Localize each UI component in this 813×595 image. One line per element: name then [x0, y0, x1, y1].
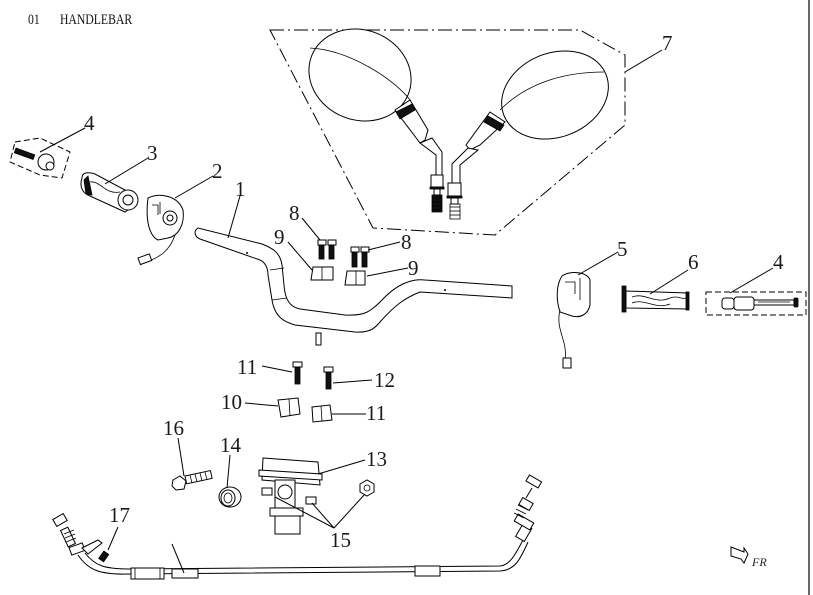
upper-holder-bolts-left[interactable]: 8	[289, 201, 337, 260]
callout-8-left[interactable]: 8	[289, 201, 300, 225]
callout-13[interactable]: 14	[220, 433, 242, 457]
flange-bolt[interactable]: 16	[163, 416, 213, 491]
mirror-set[interactable]: 7	[269, 14, 673, 236]
diagram-title: 01 HANDLEBAR	[28, 12, 132, 29]
bar-end-weight-left[interactable]: 4	[9, 111, 95, 179]
section-number: 01	[28, 12, 40, 28]
upper-holders-left[interactable]: 9	[274, 225, 334, 281]
upper-holders-right[interactable]: 9	[344, 256, 419, 286]
left-mirror[interactable]	[295, 14, 445, 213]
callout-8-right[interactable]: 8	[401, 230, 412, 254]
front-orientation-indicator: FR	[730, 546, 767, 569]
lower-holder-left[interactable]: 10	[221, 390, 301, 418]
callout-5[interactable]: 5	[617, 237, 628, 261]
right-grip[interactable]: 6	[621, 250, 699, 313]
callout-11-left[interactable]: 11	[237, 355, 257, 379]
callout-1[interactable]: 1	[235, 177, 246, 201]
throttle-grip[interactable]: 3	[80, 141, 158, 213]
bar-end-right-outline	[705, 291, 807, 316]
bar-end-weight-right[interactable]: 4	[705, 250, 807, 316]
callout-10-right[interactable]: 11	[366, 401, 386, 425]
lower-holder-bolts-left[interactable]: 11	[237, 355, 303, 385]
callout-4-left[interactable]: 4	[84, 111, 95, 135]
nuts[interactable]: 15	[261, 479, 375, 552]
callout-9-left[interactable]: 9	[274, 225, 285, 249]
callout-12[interactable]: 13	[366, 447, 387, 471]
callout-15[interactable]: 16	[163, 416, 184, 440]
handlebar[interactable]: 1	[194, 177, 513, 346]
callout-3[interactable]: 3	[147, 141, 158, 165]
section-title: HANDLEBAR	[59, 12, 133, 28]
mirror-group-outline	[269, 29, 626, 236]
callout-9-right[interactable]: 9	[408, 256, 419, 280]
handlebar-mount[interactable]: 13	[258, 447, 387, 535]
throttle-cable[interactable]	[52, 474, 543, 580]
callout-7[interactable]: 7	[662, 31, 673, 55]
right-switch-housing[interactable]: 5	[556, 237, 628, 369]
callout-14[interactable]: 15	[330, 528, 351, 552]
front-label: FR	[751, 555, 767, 569]
right-mirror[interactable]	[446, 35, 622, 220]
callout-4-right[interactable]: 4	[773, 250, 784, 274]
callout-10-left[interactable]: 10	[221, 390, 242, 414]
lower-holder-right[interactable]: 11	[311, 401, 386, 425]
leader-7	[624, 49, 663, 73]
collar[interactable]: 14	[218, 433, 242, 508]
upper-holder-bolts-right[interactable]: 8	[350, 230, 412, 268]
screw[interactable]: 17	[98, 503, 130, 563]
callout-2[interactable]: 2	[212, 159, 223, 183]
callout-6[interactable]: 6	[688, 250, 699, 274]
callout-11-right[interactable]: 12	[374, 368, 395, 392]
left-switch-housing[interactable]: 2	[137, 159, 223, 266]
callout-17[interactable]: 17	[109, 503, 130, 527]
lower-holder-bolts-right[interactable]: 12	[323, 366, 395, 392]
front-arrow-icon	[730, 546, 749, 564]
bar-end-left-outline	[9, 137, 71, 179]
